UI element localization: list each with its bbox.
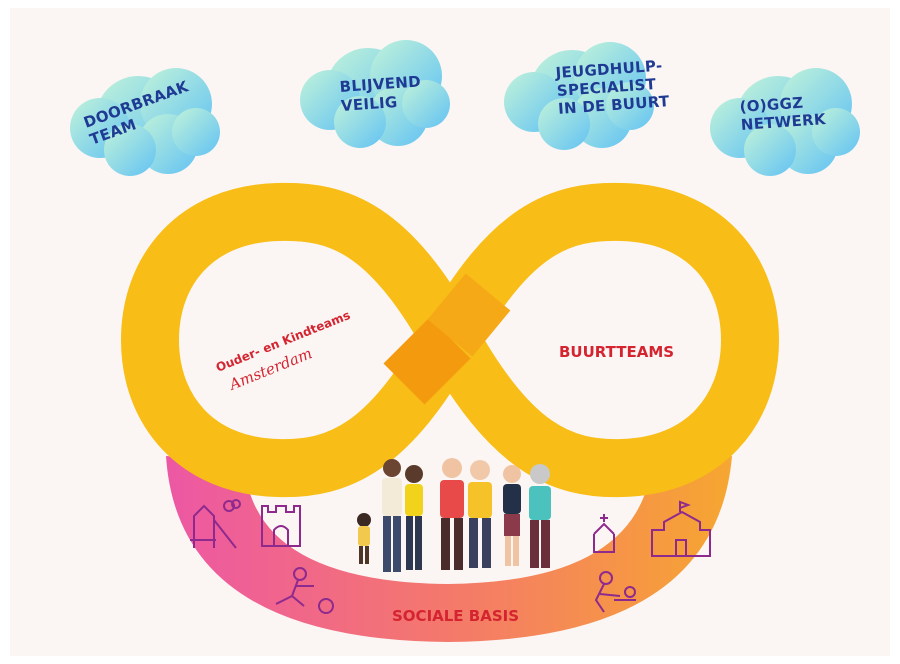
buurtteams-label: BUURTTEAMS [559, 343, 674, 361]
church-icon [593, 514, 615, 553]
sociale-basis-label: SOCIALE BASIS [392, 607, 519, 625]
playground-icon [190, 499, 241, 549]
cloud-line: BLIJVEND [339, 72, 421, 96]
care-icon [594, 571, 636, 613]
soccer-player-icon [275, 567, 334, 614]
cloud-line: (O)GGZ [739, 94, 804, 116]
cloud-label-blijvend-veilig: BLIJVEND VEILIG [339, 72, 428, 115]
cloud-line: VEILIG [340, 93, 398, 115]
school-icon [651, 500, 711, 557]
infinity-loop [121, 182, 779, 498]
cloud-label-oggz-netwerk: (O)GGZ NETWERK [739, 92, 827, 134]
sociale-basis-arc [166, 456, 732, 642]
people-group-illustration [357, 458, 551, 572]
cloud-line: NETWERK [740, 110, 827, 134]
castle-icon [261, 505, 301, 547]
cloud-label-jeugdhulp: JEUGDHULP- SPECIALIST IN DE BUURT [554, 56, 671, 118]
